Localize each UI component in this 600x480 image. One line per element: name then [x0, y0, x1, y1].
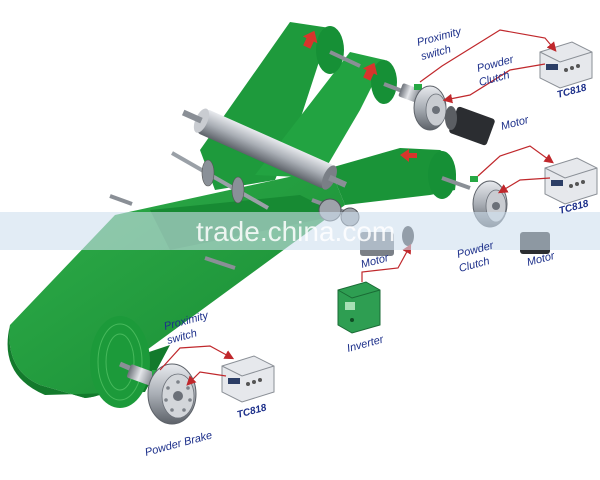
tc818-mid-controller: [544, 157, 598, 205]
inverter-unit: [337, 281, 381, 334]
top-powder-clutch: [413, 85, 447, 131]
top-motor: [445, 106, 495, 146]
rollers: [90, 26, 471, 408]
direction-arrow-icon: [400, 149, 417, 162]
direction-arrow-icon: [302, 30, 318, 49]
wire-bottom-out: [186, 371, 227, 386]
bottom-brake-assembly: [126, 363, 197, 425]
wire-inverter-motor: [361, 243, 412, 282]
top-proximity-switch: [414, 84, 422, 90]
mid-proximity-switch: [470, 176, 478, 182]
lower-shaft: [204, 256, 236, 270]
tc818-bottom-controller: [221, 355, 275, 403]
belt-direction-arrows: [302, 30, 417, 162]
direction-arrow-icon: [362, 62, 378, 81]
label-powder-brake: Powder Brake: [144, 429, 214, 458]
wire-mid-out: [497, 177, 551, 194]
wire-top-in: [419, 29, 557, 83]
mid-roller: [428, 151, 471, 199]
bottom-roll: [90, 316, 150, 408]
tc818-controllers: [221, 41, 598, 403]
powder-brake: [147, 363, 197, 425]
wire-top-out: [442, 63, 546, 104]
tc818-top-controller: [539, 41, 593, 89]
top-roller-1: [316, 26, 361, 74]
middle-belt: [330, 148, 456, 205]
steel-roller: [181, 108, 348, 190]
signal-wiring: [159, 29, 557, 386]
left-shaft: [109, 194, 133, 206]
top-clutch-assembly: [398, 83, 495, 146]
wire-bottom-in: [159, 345, 235, 371]
wire-mid-in: [477, 145, 554, 177]
label-motor-top: Motor: [500, 114, 532, 133]
watermark-band: [0, 212, 600, 250]
watermark-text: trade.china.com: [196, 216, 395, 247]
label-inverter: Inverter: [346, 333, 386, 355]
disc-shaft: [171, 151, 269, 210]
label-tc818-bottom: TC818: [236, 402, 268, 421]
